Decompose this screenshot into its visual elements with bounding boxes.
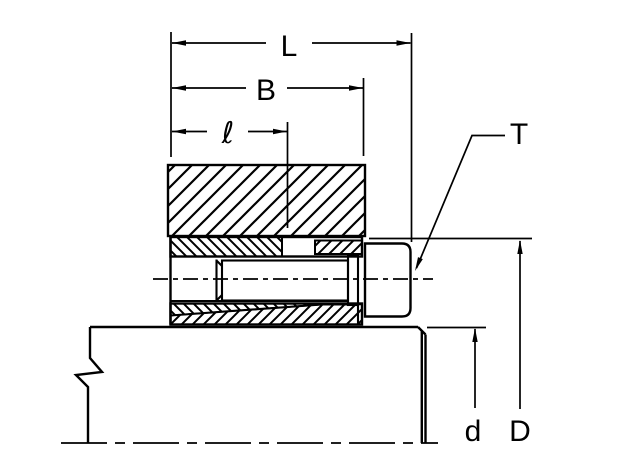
arrowhead-B-left bbox=[172, 85, 186, 91]
label-T: T bbox=[510, 118, 528, 151]
hub-section bbox=[166, 163, 367, 238]
centerlines bbox=[61, 278, 438, 444]
shaft-break-symbol bbox=[73, 327, 105, 443]
arrowhead-L-right bbox=[396, 40, 411, 46]
label-L: L bbox=[281, 30, 298, 63]
shaft-outline bbox=[73, 325, 427, 443]
nut-outline bbox=[363, 242, 412, 318]
washer-band bbox=[346, 253, 360, 307]
arrowhead-T bbox=[415, 257, 423, 271]
dimension-l: ℓ bbox=[172, 116, 287, 151]
upper-band-left-hatch bbox=[169, 236, 283, 258]
label-d: d bbox=[465, 415, 482, 448]
label-D: D bbox=[509, 415, 531, 448]
arrowhead-l-right bbox=[273, 128, 287, 135]
label-B: B bbox=[256, 74, 276, 107]
drawing-root: L B ℓ T bbox=[61, 30, 532, 448]
nut-rounded-profile bbox=[363, 242, 412, 318]
shaft-end-chamfer bbox=[417, 326, 427, 443]
screw-barrel bbox=[220, 259, 350, 302]
hub-hatched-block bbox=[166, 163, 367, 238]
dimension-d: d bbox=[465, 328, 482, 448]
dimension-D: D bbox=[509, 240, 531, 448]
taper-interface-line bbox=[170, 303, 360, 325]
arrowhead-D bbox=[517, 240, 523, 254]
bushing-section bbox=[169, 235, 364, 326]
arrowhead-l-left bbox=[172, 128, 186, 135]
arrowhead-d bbox=[472, 328, 478, 342]
arrowhead-L-left bbox=[172, 40, 186, 46]
leader-T-line bbox=[415, 134, 505, 269]
dimension-B: B bbox=[172, 74, 363, 107]
upper-flange-right-hatch bbox=[314, 239, 363, 255]
label-l: ℓ bbox=[221, 116, 234, 151]
dimensions: L B ℓ T bbox=[170, 30, 532, 448]
dimension-L: L bbox=[172, 30, 411, 63]
arrowhead-B-right bbox=[349, 85, 363, 91]
barrel-end-lines bbox=[215, 259, 223, 302]
leader-T: T bbox=[415, 118, 528, 271]
